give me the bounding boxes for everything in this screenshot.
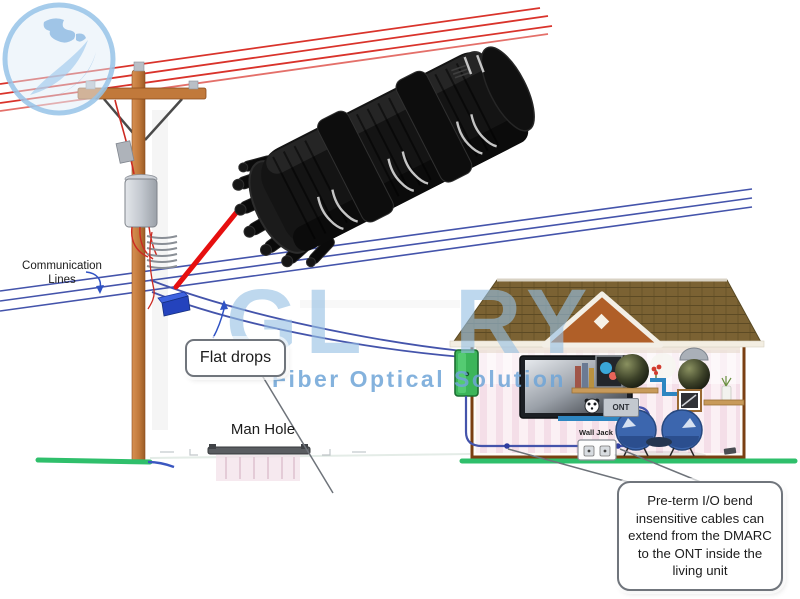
insulator — [85, 80, 96, 90]
man-hole-label: Man Hole — [230, 421, 296, 438]
aerial-line-closure — [157, 291, 191, 317]
hanging-lamp — [678, 347, 710, 391]
man-hole — [160, 444, 366, 481]
communication-lines — [0, 188, 753, 312]
armchairs — [614, 409, 737, 459]
cable-junction — [504, 443, 510, 449]
arrowhead — [220, 300, 228, 310]
preterm-callout: Pre-term I/O bend insensitive cables can… — [617, 481, 783, 591]
pole-transformer — [115, 140, 158, 260]
picture-frame-right — [677, 389, 702, 412]
ont-box: ONT — [603, 398, 639, 417]
house — [449, 278, 765, 461]
manhole-lid — [207, 446, 311, 455]
panda-sticker — [584, 398, 600, 414]
flat-drops-callout: Flat drops — [185, 339, 286, 377]
cable-coil — [146, 231, 178, 310]
paper-lantern — [650, 353, 676, 379]
communication-lines-label: Communication Lines — [22, 260, 102, 286]
wall-jack-label: Wall Jack — [579, 428, 613, 437]
wall-shelf-right — [703, 376, 745, 406]
step-shelf — [650, 364, 686, 396]
fiber-splice-closure — [232, 46, 535, 268]
wall-shelf-left — [571, 354, 659, 394]
decor-globe — [615, 354, 649, 388]
insulator — [188, 80, 199, 90]
side-table — [646, 437, 672, 447]
drop-cables — [149, 279, 463, 358]
pole-mast — [131, 69, 146, 463]
red-pointer — [173, 205, 243, 290]
dmarc-box — [454, 349, 479, 397]
pointer-lines — [85, 271, 704, 494]
blue-shelf — [558, 416, 638, 421]
wall-jack — [577, 439, 617, 461]
arrowhead — [96, 285, 104, 294]
floor-item — [723, 447, 737, 455]
pole-crossarm — [77, 87, 207, 100]
insulator — [133, 61, 145, 72]
